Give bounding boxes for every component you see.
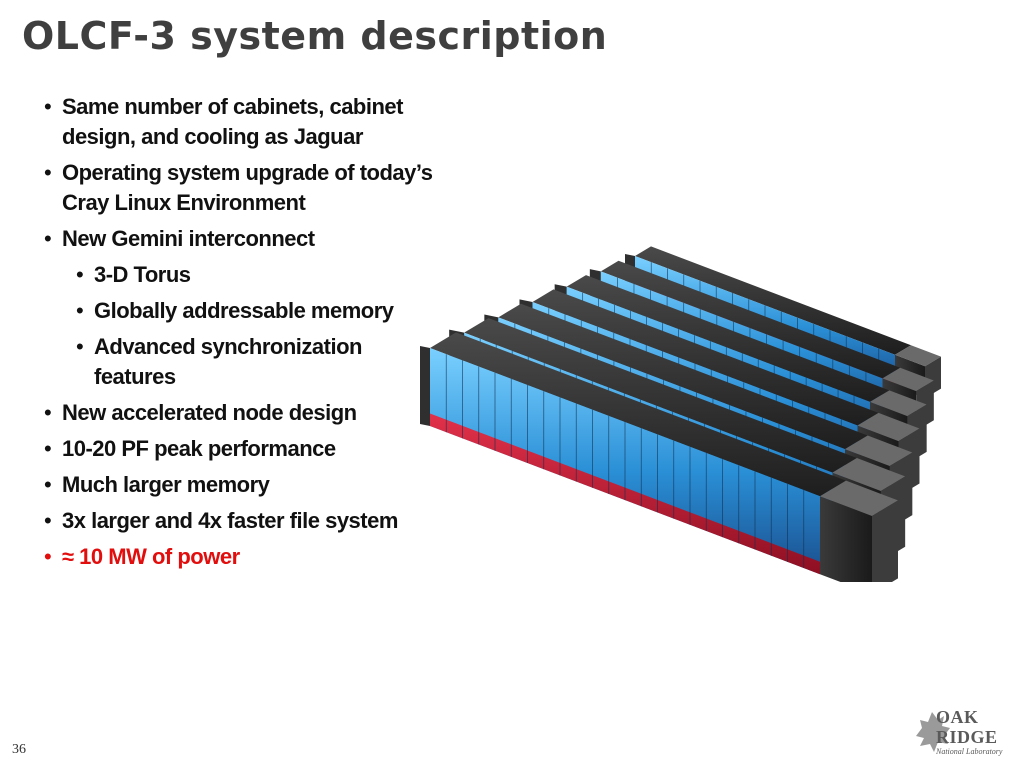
oak-leaf-logo-icon	[916, 712, 950, 752]
page-number: 36	[12, 742, 26, 757]
sub-bullet-item: Advanced synchronization features	[74, 332, 482, 392]
sub-bullet-item: 3-D Torus	[74, 260, 482, 290]
bullet-item: Operating system upgrade of today’s Cray…	[42, 158, 482, 218]
bullet-list: Same number of cabinets, cabinet design,…	[42, 92, 482, 578]
logo-line-oak: OAK	[936, 707, 979, 727]
lab-logo: OAK RIDGE National Laboratory	[936, 708, 1002, 756]
bullet-item: New accelerated node design	[42, 398, 482, 428]
logo-line-national-laboratory: National Laboratory	[936, 747, 1003, 756]
bullet-item: Same number of cabinets, cabinet design,…	[42, 92, 482, 152]
bullet-item: Much larger memory	[42, 470, 482, 500]
cabinet-row	[420, 332, 898, 582]
logo-line-ridge: RIDGE	[936, 727, 998, 747]
bullet-item: 3x larger and 4x faster file system	[42, 506, 482, 536]
slide-title: OLCF-3 system description	[22, 14, 608, 58]
supercomputer-cabinets-image	[420, 246, 941, 582]
bullet-item: 10-20 PF peak performance	[42, 434, 482, 464]
bullet-item-power: ≈ 10 MW of power	[42, 542, 482, 572]
bullet-item: New Gemini interconnect	[42, 224, 482, 254]
sub-bullet-item: Globally addressable memory	[74, 296, 482, 326]
